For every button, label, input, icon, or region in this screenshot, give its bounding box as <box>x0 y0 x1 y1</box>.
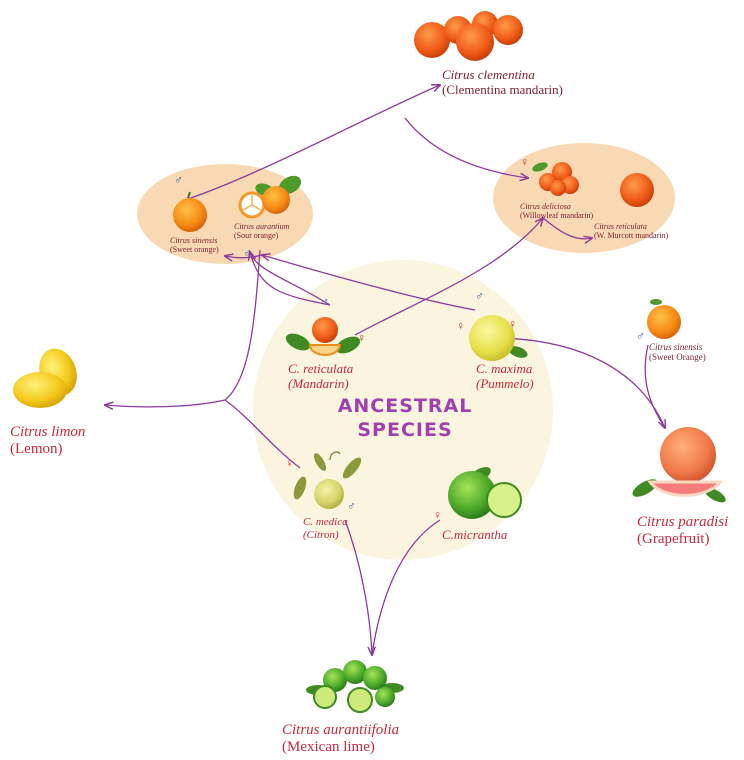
pummelo-fruit-image <box>469 315 528 361</box>
reticulata-ancestral-common: (Mandarin) <box>288 375 349 391</box>
arrow-medica-to-limon <box>224 399 301 469</box>
female-symbol-deliciosa: ♀ <box>520 155 529 169</box>
label-sinensis-left: Citrus sinensis (Sweet orange) <box>170 236 219 254</box>
mexican-lime-fruit-image <box>306 660 404 713</box>
sinensis-left-scientific: Citrus sinensis <box>170 236 218 245</box>
female-symbol-micrantha: ♀ <box>433 508 442 522</box>
willowleaf-mandarin-fruit-image <box>532 162 579 196</box>
male-symbol-aurantium: ♂ <box>243 246 252 260</box>
male-symbol-medica: ♂ <box>347 499 356 513</box>
reticulata-scientific: Citrus reticulata <box>594 222 647 231</box>
label-reticulata-ancestral: C. reticulata (Mandarin) <box>288 361 354 392</box>
limon-scientific: Citrus limon <box>10 424 86 440</box>
label-reticulata-murcott: Citrus reticulata (W. Murcott mandarin) <box>594 222 668 240</box>
arrow-sinensis-to-clementina <box>184 85 440 201</box>
arrow-sinensis-to-paradisi <box>644 344 666 429</box>
label-maxima: C. maxima (Pummelo) <box>476 361 534 392</box>
paradisi-scientific: Citrus paradisi <box>637 514 729 530</box>
label-limon: Citrus limon (Lemon) <box>10 424 85 459</box>
paradisi-common: (Grapefruit) <box>637 531 710 548</box>
limon-common: (Lemon) <box>10 441 63 458</box>
clementina-scientific: Citrus clementina <box>442 67 535 82</box>
reticulata-ancestral-scientific: C. reticulata <box>288 361 354 376</box>
deliciosa-scientific: Citrus deliciosa <box>520 202 571 211</box>
maxima-common: (Pummelo) <box>476 375 534 391</box>
aurantium-common: (Sour orange) <box>234 231 279 241</box>
deliciosa-common: (Willowleaf mandarin) <box>520 211 594 221</box>
maxima-scientific: C. maxima <box>476 361 533 376</box>
arrow-to-aurantium <box>250 252 331 306</box>
label-sinensis-right: Citrus sinensis (Sweet Orange) <box>649 342 706 363</box>
female-symbol-medica: ♀ <box>285 456 294 470</box>
label-clementina: Citrus clementina (Clementina mandarin) <box>442 67 563 98</box>
arrow-to-limon <box>105 249 261 407</box>
label-paradisi: Citrus paradisi (Grapefruit) <box>637 514 728 549</box>
lemon-fruit-image <box>13 348 77 408</box>
sweet-orange-right-fruit-image <box>647 299 681 339</box>
male-symbol-sinensis: ♂ <box>174 173 183 187</box>
ancestral-species-title: ANCESTRAL SPECIES <box>330 395 480 443</box>
murcott-mandarin-fruit-image <box>620 173 654 207</box>
sinensis-right-scientific: Citrus sinensis <box>649 342 703 352</box>
mandarin-ancestral-fruit-image <box>285 317 361 356</box>
label-micrantha: C.micrantha <box>442 527 508 543</box>
label-medica: C. medica (Citron) <box>303 516 348 541</box>
aurantium-scientific: Citrus aurantium <box>234 222 290 231</box>
label-aurantium: Citrus aurantium (Sour orange) <box>234 222 289 240</box>
male-symbol-maxima: ♂ <box>475 289 484 303</box>
micrantha-scientific: C.micrantha <box>442 527 508 542</box>
female-symbol-maxima-left: ♀ <box>456 319 465 333</box>
citron-fruit-image <box>293 451 362 509</box>
arrow-to-deliciosa <box>404 117 528 178</box>
arrow-reticulata-to-deliciosa <box>354 218 543 336</box>
arrow-to-reticulata-murcott <box>542 217 592 239</box>
sour-orange-fruit-image <box>238 175 302 219</box>
label-aurantiifolia: Citrus aurantiifolia (Mexican lime) <box>282 722 399 757</box>
label-deliciosa: Citrus deliciosa (Willowleaf mandarin) <box>520 202 593 220</box>
medica-scientific: C. medica <box>303 516 348 528</box>
micrantha-fruit-image <box>448 467 522 519</box>
aurantiifolia-scientific: Citrus aurantiifolia <box>282 722 400 738</box>
ancestral-title-line1: ANCESTRAL <box>337 395 473 417</box>
hybridization-arrows <box>105 85 665 655</box>
aurantiifolia-common: (Mexican lime) <box>282 739 375 756</box>
sweet-orange-fruit-image <box>173 191 207 232</box>
arrow-micrantha-to-aurantiifolia <box>371 519 441 656</box>
male-symbol-sinensis-right: ♂ <box>636 329 645 343</box>
ancestral-title-line2: SPECIES <box>357 418 453 441</box>
medica-common: (Citron) <box>303 528 339 541</box>
sinensis-left-common: (Sweet orange) <box>170 245 219 255</box>
reticulata-common: (W. Murcott mandarin) <box>594 231 669 241</box>
clementina-common: (Clementina mandarin) <box>442 81 563 97</box>
clementina-fruit-image <box>414 11 523 61</box>
arrow-medica-to-aurantiifolia <box>344 519 372 655</box>
arrow-maxima-to-aurantium <box>262 255 476 311</box>
female-symbol-reticulata: ♀ <box>357 331 366 345</box>
grapefruit-fruit-image <box>632 427 726 503</box>
female-symbol-maxima-right: ♀ <box>508 317 517 331</box>
sinensis-right-common: (Sweet Orange) <box>649 352 706 363</box>
male-symbol-reticulata: ♂ <box>320 295 329 309</box>
